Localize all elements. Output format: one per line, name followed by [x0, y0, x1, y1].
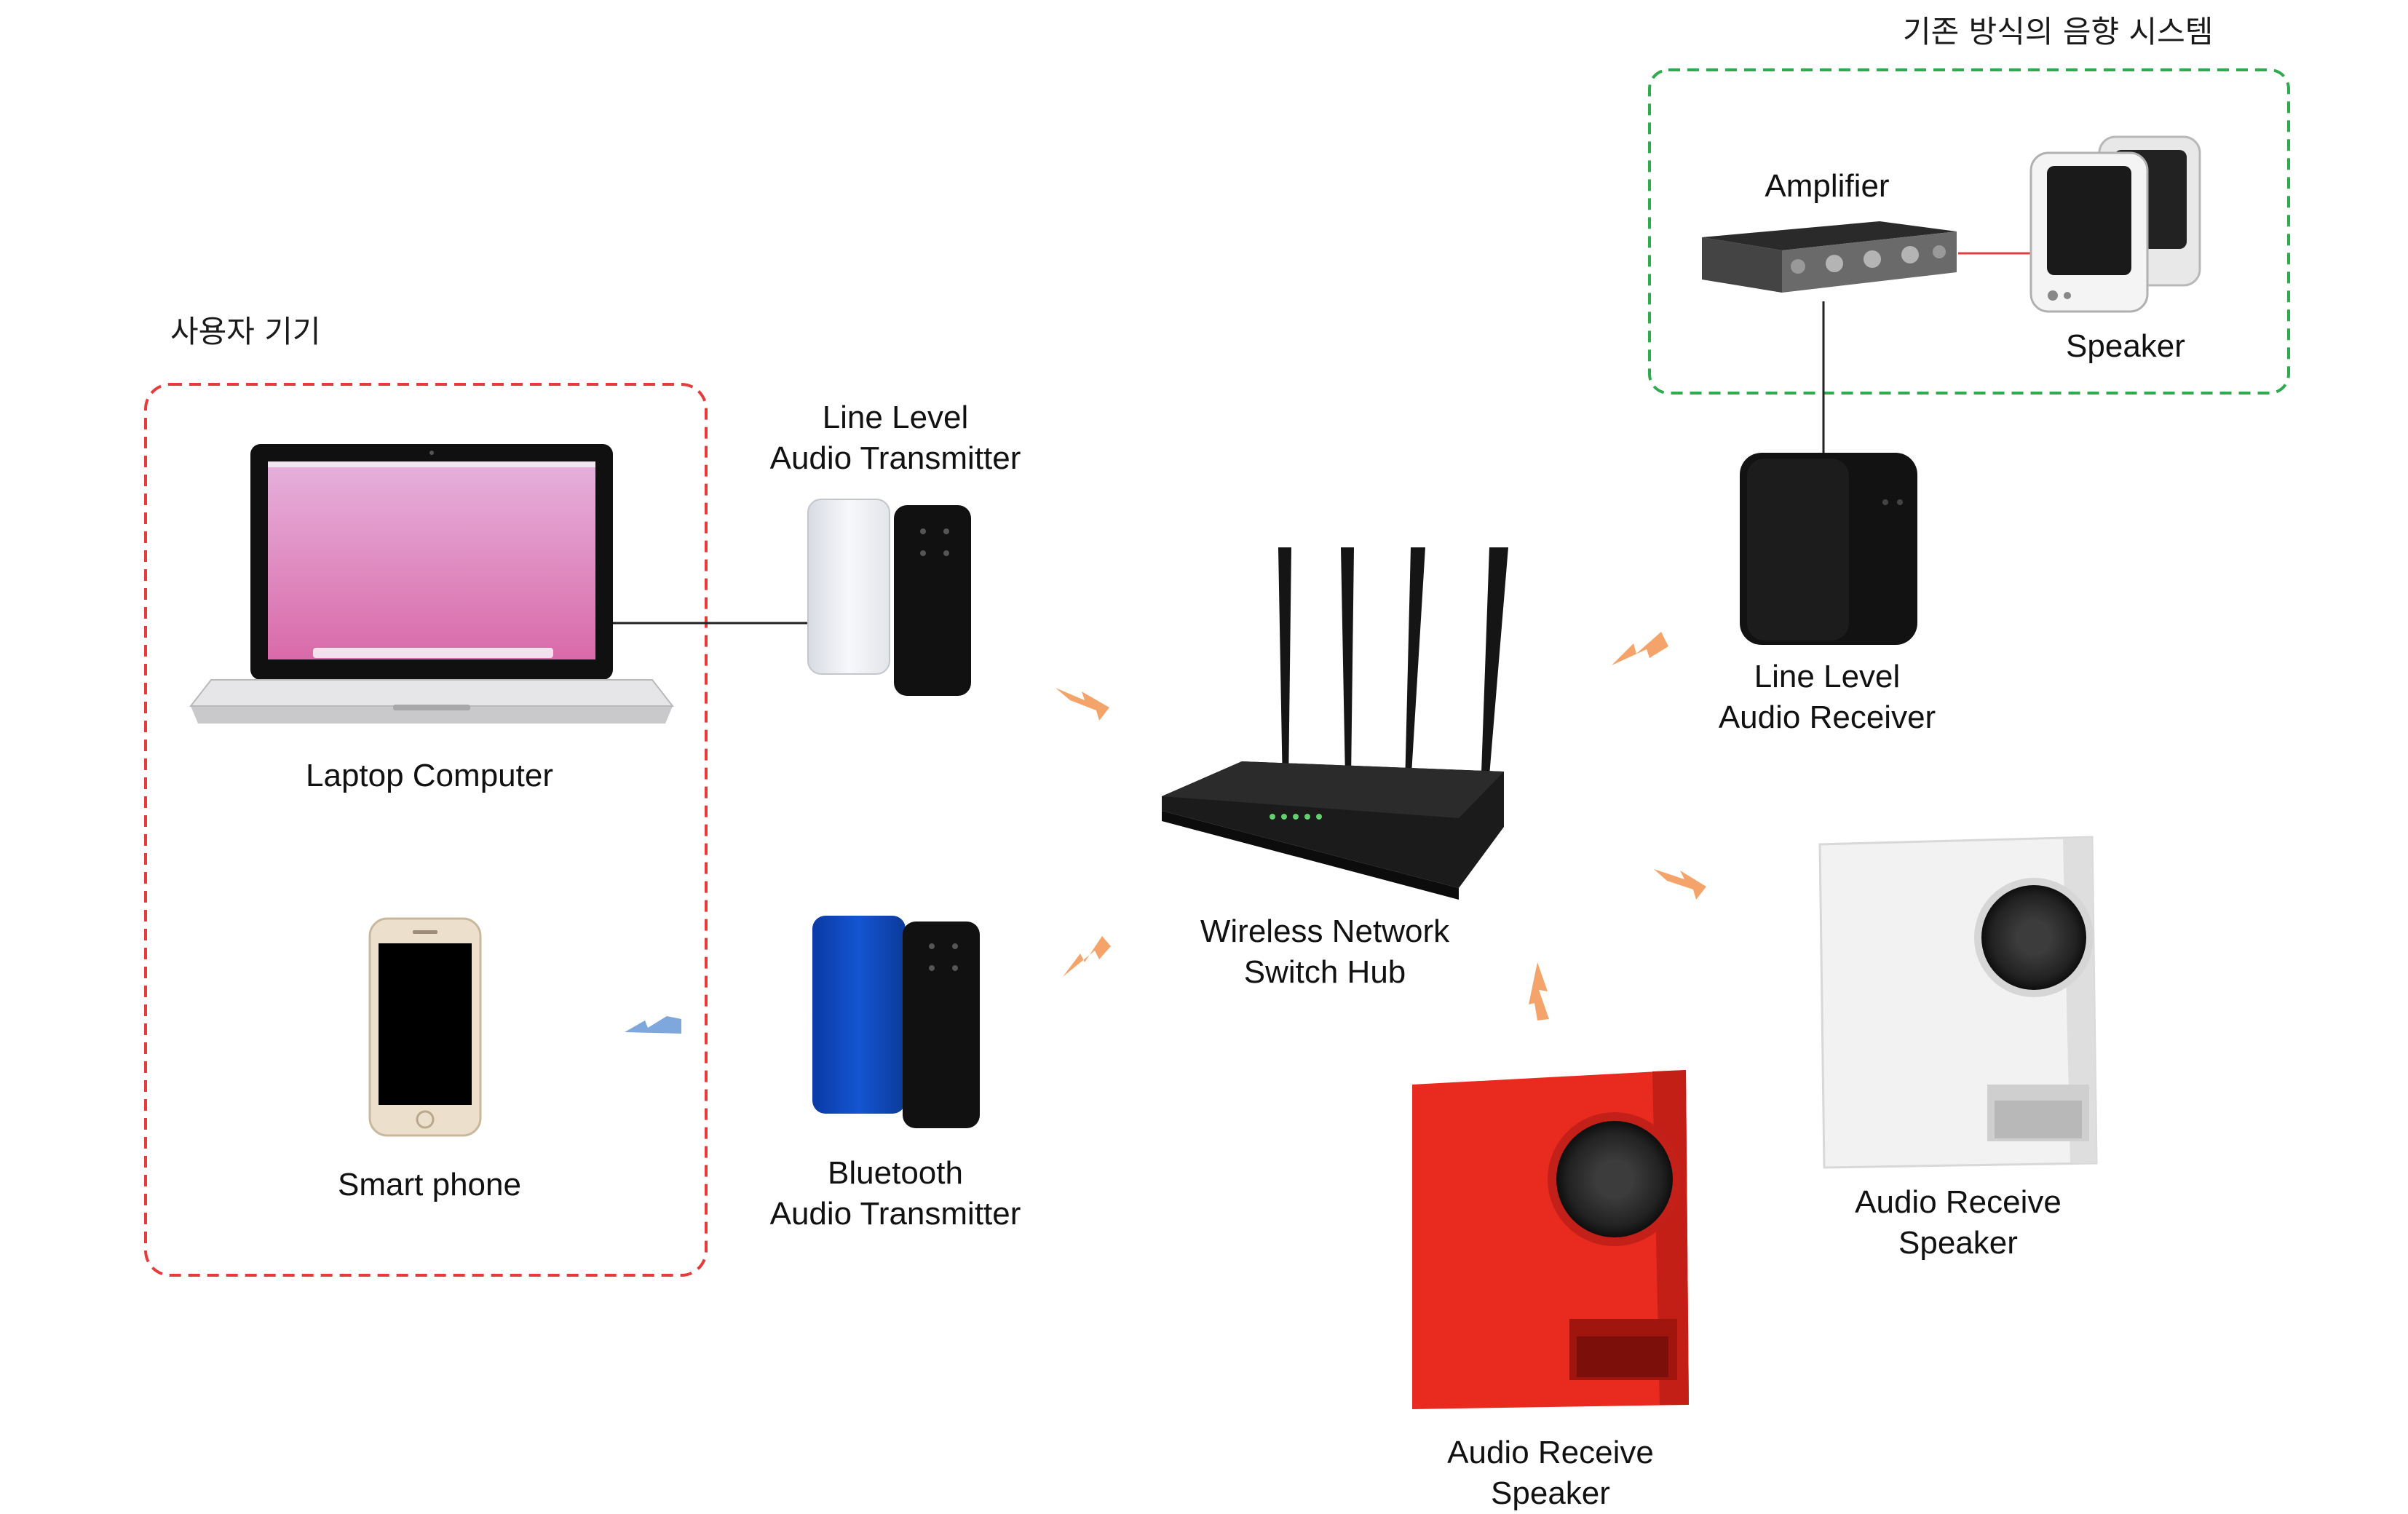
amplifier-label: Amplifier — [1765, 168, 1890, 204]
legacy-system-group-title: 기존 방식의 음향 시스템 — [1903, 14, 2214, 49]
user-devices-group-box — [144, 383, 708, 1277]
transmitter-white-icon — [807, 499, 971, 696]
amplifier-icon — [1702, 221, 1957, 293]
router-icon — [1162, 547, 1508, 900]
smartphone-icon — [368, 917, 482, 1137]
red-speaker-icon — [1412, 1070, 1689, 1409]
transmitter-blue-icon — [812, 916, 980, 1128]
speaker-pair-icon — [2029, 135, 2201, 313]
receiver-icon — [1740, 453, 1917, 645]
wifi-signal-icon — [1056, 688, 1109, 721]
user-devices-group-title: 사용자 기기 — [170, 314, 321, 349]
wifi-signal-icon — [1612, 632, 1668, 665]
white-speaker-icon — [1818, 836, 2098, 1169]
smartphone-label: Smart phone — [338, 1167, 521, 1202]
wifi-signal-icon — [1529, 962, 1549, 1020]
legacy-speaker-label: Speaker — [2066, 328, 2185, 364]
laptop-icon — [189, 444, 675, 724]
wifi-signal-icon — [1654, 869, 1706, 900]
bluetooth-signal-icon — [625, 1016, 681, 1034]
wifi-signal-icon — [1063, 936, 1111, 977]
laptop-label: Laptop Computer — [306, 758, 553, 793]
